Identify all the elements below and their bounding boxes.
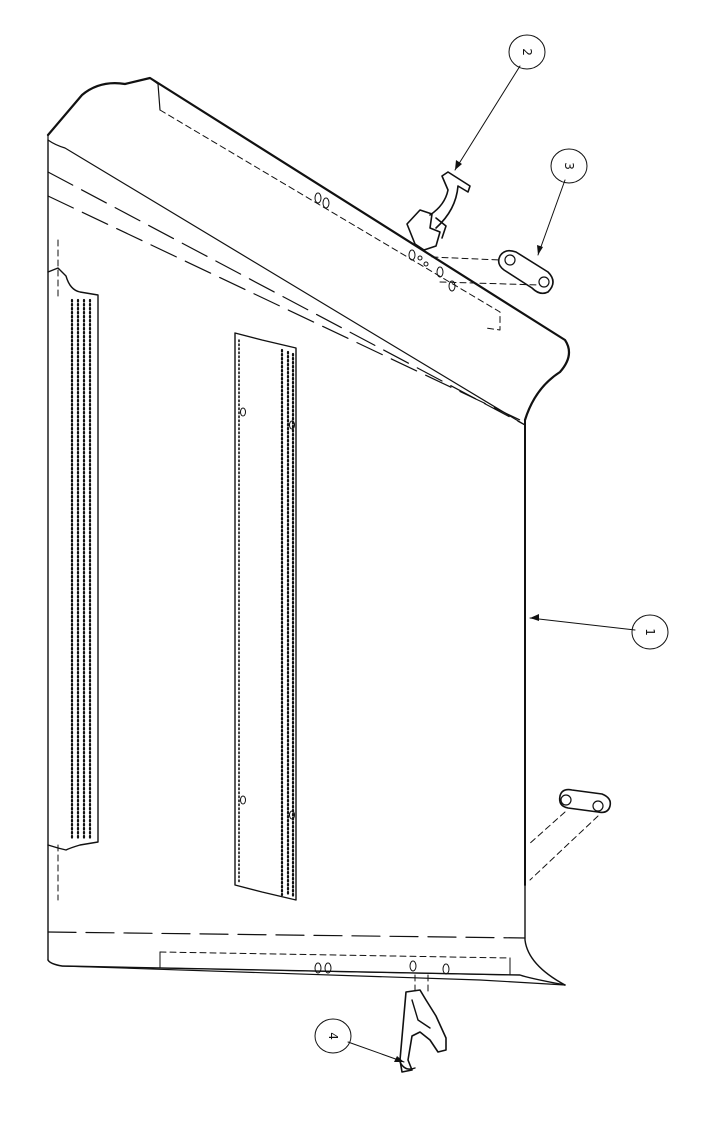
callout-4-label: 4 [326,1032,340,1040]
keeper-plate-bottom [528,790,610,880]
panel [48,78,569,985]
center-perforated-stiffener [235,333,296,900]
left-perforated-stiffener [48,240,98,900]
callout-1: 1 [632,615,668,649]
callout-3-label: 3 [562,162,576,170]
latch-assembly-bottom [400,975,446,1072]
callout-2-label: 2 [520,48,534,56]
callout-1-label: 1 [643,628,657,636]
callout-3: 3 [551,149,587,183]
callout-2: 2 [509,35,545,69]
callout-4: 4 [315,1019,351,1053]
keeper-plate-top [499,251,553,294]
callout-leaders [348,66,635,1062]
